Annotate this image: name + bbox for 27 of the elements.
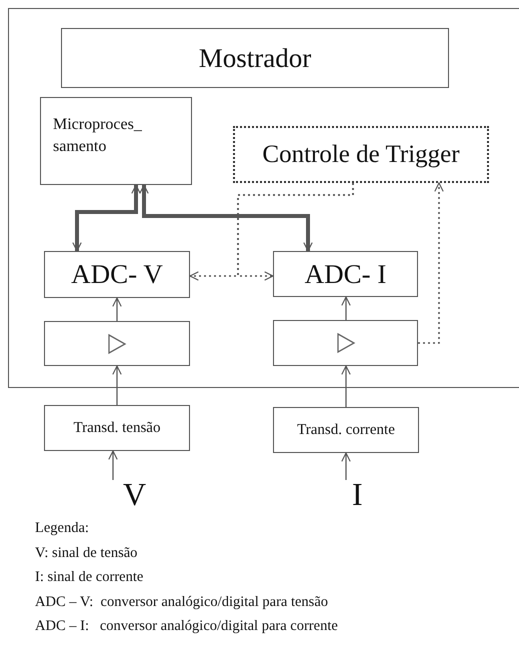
display-box: Mostrador <box>61 28 449 88</box>
arrow <box>341 296 351 320</box>
adc-box: ADC- V <box>44 251 190 298</box>
arrow <box>139 184 313 252</box>
arrow <box>112 297 122 321</box>
transducer-box: Transd. corrente <box>273 407 419 453</box>
signal-label: I <box>342 480 372 508</box>
legend-text: Legenda: <box>35 519 90 538</box>
arrow <box>341 365 351 407</box>
transducer-box: Transd. tensão <box>44 405 190 451</box>
amplifier-box <box>44 321 190 366</box>
legend-text: ADC – I: conversor analógico/digital para corrente <box>35 617 338 636</box>
arrow <box>108 450 118 480</box>
arrow <box>418 182 444 344</box>
legend-text: ADC – V: conversor analógico/digital para tensão <box>35 592 330 612</box>
signal-label: V <box>109 480 153 508</box>
processor-box: Microproces_ samento <box>40 97 192 185</box>
adc-box: ADC- I <box>273 251 418 297</box>
amplifier-box <box>273 320 418 366</box>
arrow <box>237 183 354 281</box>
arrow <box>72 184 141 252</box>
arrow <box>112 365 122 405</box>
trigger-control-box: Controle de Trigger <box>233 126 489 183</box>
legend-text: V: sinal de tensão <box>35 544 138 562</box>
arrow <box>341 452 351 480</box>
enclosure-frame <box>8 8 519 388</box>
legend-text: I: sinal de corrente <box>35 568 144 587</box>
